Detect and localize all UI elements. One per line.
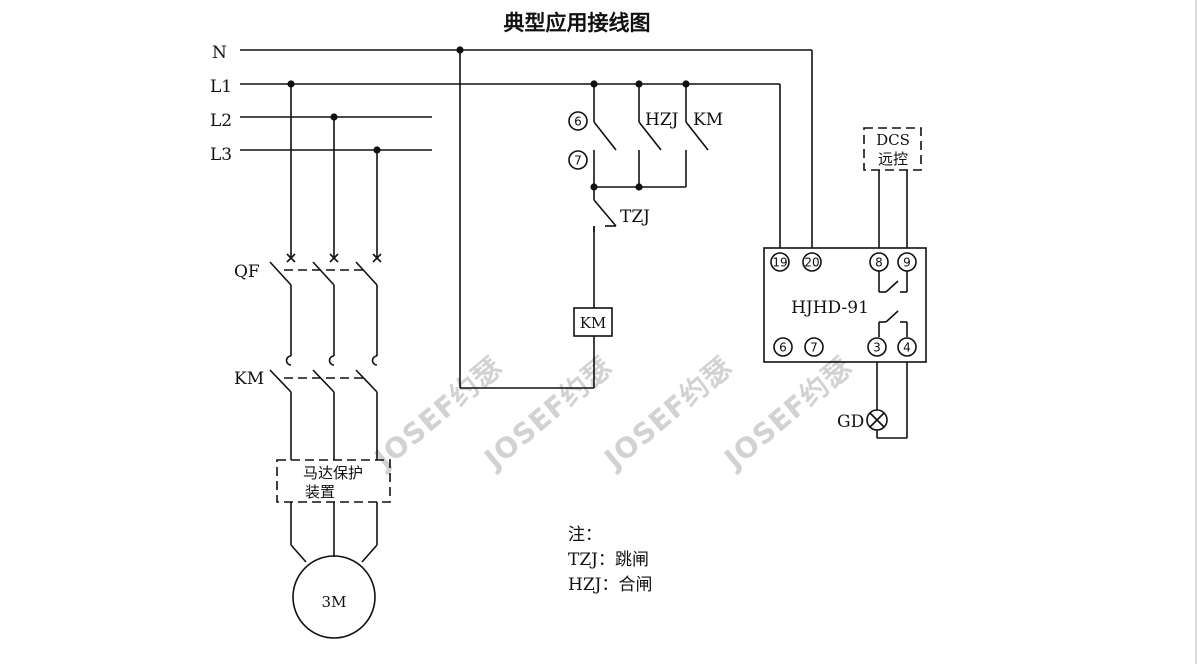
diagram-title: 典型应用接线图 bbox=[504, 11, 651, 35]
notes-line-1: TZJ：跳闸 bbox=[568, 550, 649, 570]
device-terminal-9: 9 bbox=[903, 256, 911, 270]
tzj-label: TZJ bbox=[620, 207, 650, 227]
lamp-label: GD bbox=[837, 412, 864, 432]
device-terminal-3: 3 bbox=[873, 341, 881, 355]
control-circuit bbox=[459, 50, 709, 389]
device-model: HJHD-91 bbox=[791, 298, 869, 318]
protector-label-line1: 马达保护 bbox=[303, 464, 363, 482]
dcs-label-line1: DCS bbox=[876, 131, 910, 149]
contactor-label: KM bbox=[234, 369, 264, 389]
km-coil-label: KM bbox=[580, 314, 607, 332]
line-label-l1: L1 bbox=[210, 77, 232, 97]
watermarks: JOSEF约瑟 JOSEF约瑟 JOSEF约瑟 JOSEF约瑟 bbox=[367, 350, 859, 477]
device-terminal-8: 8 bbox=[875, 256, 883, 270]
device-terminal-6: 6 bbox=[779, 341, 787, 355]
motor-label: 3M bbox=[322, 593, 347, 611]
hzj-label: HZJ bbox=[645, 110, 679, 130]
power-circuit bbox=[269, 84, 391, 639]
notes-heading: 注： bbox=[568, 525, 602, 545]
dcs-label-line2: 远控 bbox=[878, 150, 908, 168]
device-wiring bbox=[763, 50, 927, 439]
line-label-l3: L3 bbox=[210, 145, 232, 165]
line-label-l2: L2 bbox=[210, 111, 232, 131]
device-terminal-19: 19 bbox=[772, 256, 787, 270]
junction-dots bbox=[287, 46, 690, 191]
notes-line-2: HZJ：合闸 bbox=[568, 575, 652, 595]
bus-lines bbox=[240, 49, 812, 151]
line-label-n: N bbox=[212, 43, 227, 63]
km-aux-label: KM bbox=[693, 110, 723, 130]
control-terminal-6: 6 bbox=[574, 115, 582, 129]
control-terminal-7: 7 bbox=[574, 154, 582, 168]
device-terminal-7: 7 bbox=[810, 341, 818, 355]
device-terminal-4: 4 bbox=[903, 341, 911, 355]
device-terminal-20: 20 bbox=[804, 256, 819, 270]
breaker-label: QF bbox=[234, 262, 260, 282]
protector-label-line2: 装置 bbox=[305, 483, 335, 501]
watermark-3: JOSEF约瑟 bbox=[597, 350, 739, 477]
